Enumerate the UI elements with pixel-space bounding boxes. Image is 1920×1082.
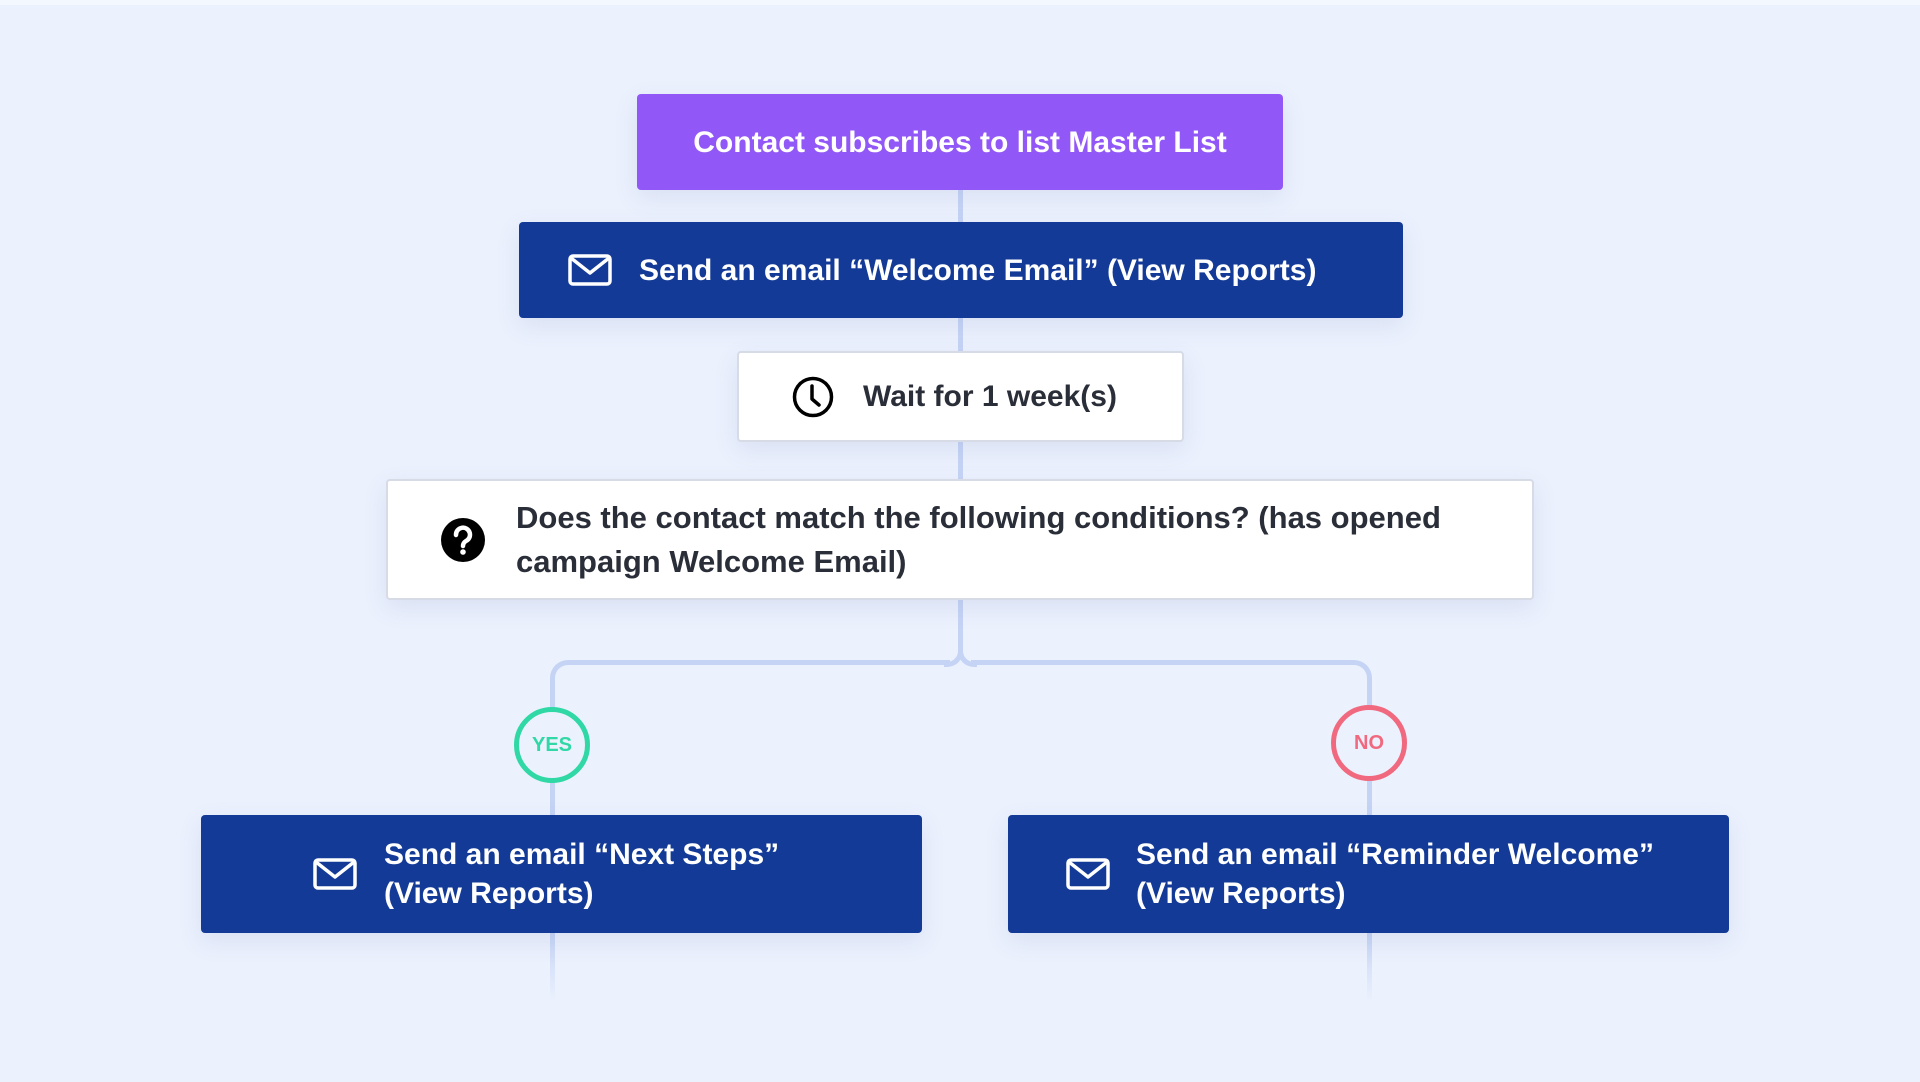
send-email-welcome-label: Send an email “Welcome Email” (View Repo… bbox=[639, 253, 1317, 287]
send-email-next-steps-label: Send an email “Next Steps” (View Reports… bbox=[384, 835, 779, 913]
reminder-welcome-view-reports-link[interactable]: (View Reports) bbox=[1136, 877, 1346, 910]
connector-yes-to-action bbox=[550, 780, 555, 816]
reminder-welcome-line1: Send an email “Reminder Welcome” bbox=[1136, 838, 1654, 871]
no-badge-label: NO bbox=[1354, 731, 1384, 754]
next-steps-line1: Send an email “Next Steps” bbox=[384, 838, 780, 871]
connector-yes-continue bbox=[550, 933, 555, 1001]
junction-curve-right bbox=[958, 634, 977, 667]
connector-wait-to-condition bbox=[958, 441, 963, 479]
envelope-icon bbox=[1065, 857, 1111, 891]
envelope-icon bbox=[312, 857, 358, 891]
branch-no-corner bbox=[971, 660, 1372, 708]
wait-label: Wait for 1 week(s) bbox=[863, 380, 1117, 413]
send-email-reminder-welcome-label: Send an email “Reminder Welcome” (View R… bbox=[1136, 835, 1654, 913]
connector-email-to-wait bbox=[958, 318, 963, 352]
next-steps-view-reports-link[interactable]: (View Reports) bbox=[384, 877, 594, 910]
clock-icon bbox=[791, 375, 835, 419]
yes-branch-badge: YES bbox=[514, 707, 590, 783]
no-branch-badge: NO bbox=[1331, 705, 1407, 781]
top-strip bbox=[0, 0, 1920, 5]
wait-node[interactable]: Wait for 1 week(s) bbox=[737, 351, 1184, 442]
branch-yes-corner bbox=[550, 660, 950, 708]
condition-label: Does the contact match the following con… bbox=[516, 499, 1441, 579]
envelope-icon bbox=[567, 253, 613, 287]
condition-node[interactable]: Does the contact match the following con… bbox=[386, 479, 1534, 600]
connector-no-to-action bbox=[1367, 780, 1372, 816]
send-email-next-steps-node[interactable]: Send an email “Next Steps” (View Reports… bbox=[201, 815, 922, 933]
send-email-welcome-node[interactable]: Send an email “Welcome Email” (View Repo… bbox=[519, 222, 1403, 318]
connector-no-continue bbox=[1367, 933, 1372, 1001]
trigger-node[interactable]: Contact subscribes to list Master List bbox=[637, 94, 1283, 190]
connector-trigger-to-email bbox=[958, 190, 963, 222]
question-circle-icon bbox=[440, 517, 486, 563]
send-email-reminder-welcome-node[interactable]: Send an email “Reminder Welcome” (View R… bbox=[1008, 815, 1729, 933]
trigger-label: Contact subscribes to list Master List bbox=[693, 125, 1227, 159]
yes-badge-label: YES bbox=[531, 733, 573, 756]
connector-condition-stem bbox=[958, 599, 963, 649]
